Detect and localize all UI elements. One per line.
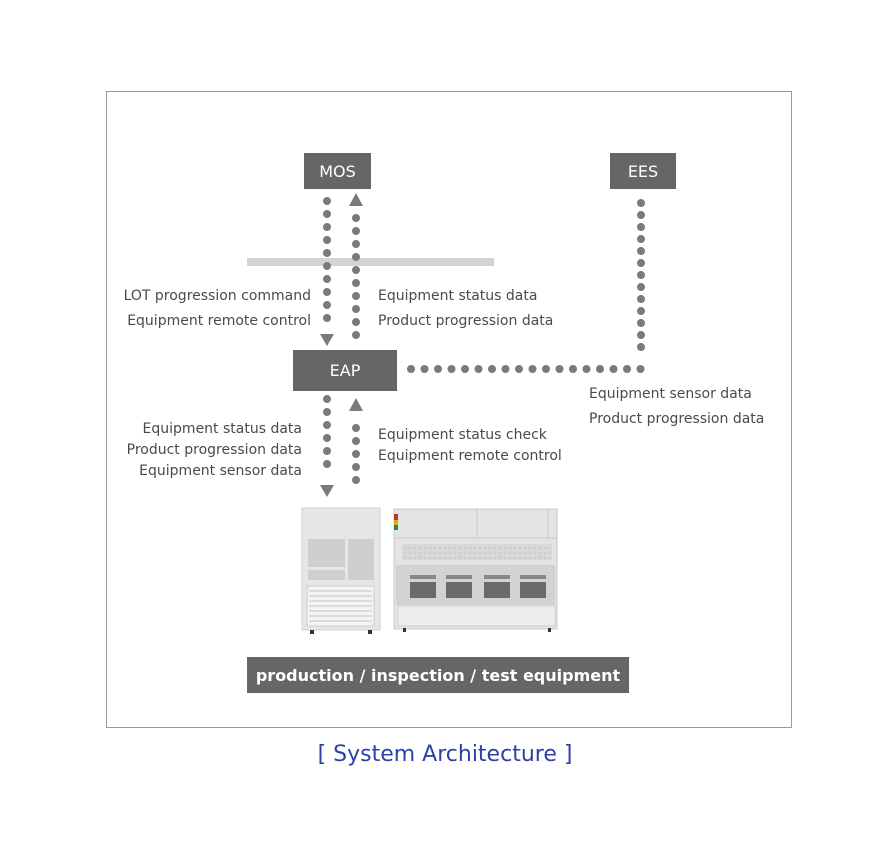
equipment-to-eap-line-3: Equipment sensor data: [139, 463, 302, 479]
mos-to-eap-line-2: Equipment remote control: [127, 313, 311, 329]
ees-node: EES: [610, 153, 676, 189]
equip-left-arrow: [320, 485, 334, 497]
network-divider: [247, 258, 494, 266]
equipment-to-eap-label: Equipment status data Product progressio…: [102, 419, 302, 482]
eap-to-ees-line-2: Product progression data: [589, 411, 765, 427]
eap-to-equipment-label: Equipment status check Equipment remote …: [378, 425, 562, 467]
equipment-to-eap-line-1: Equipment status data: [142, 421, 302, 437]
eap-to-mos-line-1: Equipment status data: [378, 288, 538, 304]
eap-to-equipment-line-1: Equipment status check: [378, 427, 547, 443]
eap-to-mos-line-2: Product progression data: [378, 313, 554, 329]
equipment-label: production / inspection / test equipment: [247, 657, 629, 693]
equipment-to-eap-line-2: Product progression data: [126, 442, 302, 458]
mos-node: MOS: [304, 153, 371, 189]
mos-to-eap-line-1: LOT progression command: [123, 288, 311, 304]
eap-node: EAP: [293, 350, 397, 391]
equip-right-arrow: [349, 398, 363, 411]
mos-to-eap-arrow: [320, 334, 334, 346]
eap-to-ees-label: Equipment sensor data Product progressio…: [589, 382, 764, 432]
eap-to-ees-line-1: Equipment sensor data: [589, 386, 752, 402]
eap-to-equipment-line-2: Equipment remote control: [378, 448, 562, 464]
eap-to-mos-label: Equipment status data Product progressio…: [378, 284, 553, 334]
mos-to-eap-label: LOT progression command Equipment remote…: [108, 284, 311, 334]
equipment-cabinet: [301, 507, 381, 634]
diagram-caption: [ System Architecture ]: [317, 742, 573, 767]
equipment-machine: [393, 508, 558, 632]
diagram-frame: [106, 91, 792, 728]
eap-to-mos-arrow: [349, 193, 363, 206]
